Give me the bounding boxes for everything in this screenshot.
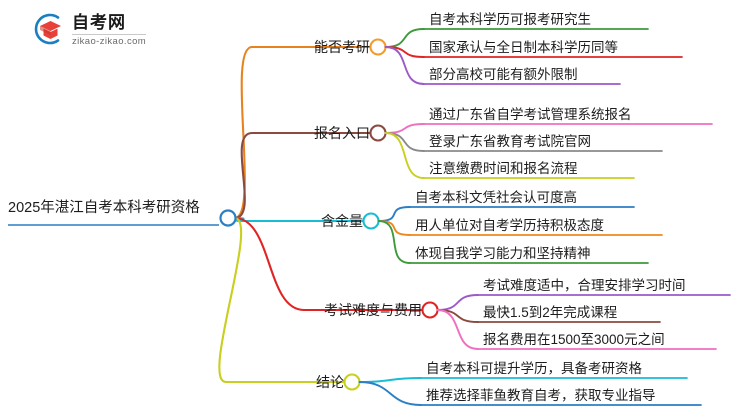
leaf-label-2-3[interactable]: 注意缴费时间和报名流程 [429,161,578,176]
leaf-label-4-1[interactable]: 考试难度适中，合理安排学习时间 [483,278,686,293]
leaf-label-1-3[interactable]: 部分高校可能有额外限制 [429,67,578,82]
leaf-label-2-1[interactable]: 通过广东省自学考试管理系统报名 [429,107,632,122]
leaf-label-3-2[interactable]: 用人单位对自考学历持积极态度 [415,218,604,233]
root-node-label: 2025年湛江自考本科考研资格 [8,200,200,216]
leaf-label-3-3[interactable]: 体现自我学习能力和坚持精神 [415,246,591,261]
brand-domain: zikao-zikao.com [72,35,147,47]
leaf-label-5-1[interactable]: 自考本科可提升学历，具备考研资格 [426,361,642,376]
graduation-cap-icon [28,10,66,48]
leaf-label-3-1[interactable]: 自考本科文凭社会认可度高 [415,190,577,205]
branch-label-4[interactable]: 考试难度与费用 [324,302,422,318]
leaf-label-1-1[interactable]: 自考本科学历可报考研究生 [429,12,591,27]
leaf-label-5-2[interactable]: 推荐选择菲鱼教育自考，获取专业指导 [426,388,656,403]
branch-label-1[interactable]: 能否考研 [314,39,370,55]
branch-label-5[interactable]: 结论 [316,374,344,390]
leaf-label-4-3[interactable]: 报名费用在1500至3000元之间 [483,332,665,347]
brand-divider [72,33,147,35]
leaf-label-2-2[interactable]: 登录广东省教育考试院官网 [429,134,591,149]
leaf-label-1-2[interactable]: 国家承认与全日制本科学历同等 [429,40,618,55]
brand-name: 自考网 [72,12,126,32]
leaf-label-4-2[interactable]: 最快1.5到2年完成课程 [483,305,618,320]
brand-text: 自考网 zikao-zikao.com [72,12,147,47]
branch-label-2[interactable]: 报名入口 [314,125,370,141]
site-logo: 自考网 zikao-zikao.com [28,10,147,48]
branch-label-3[interactable]: 含金量 [321,213,363,229]
